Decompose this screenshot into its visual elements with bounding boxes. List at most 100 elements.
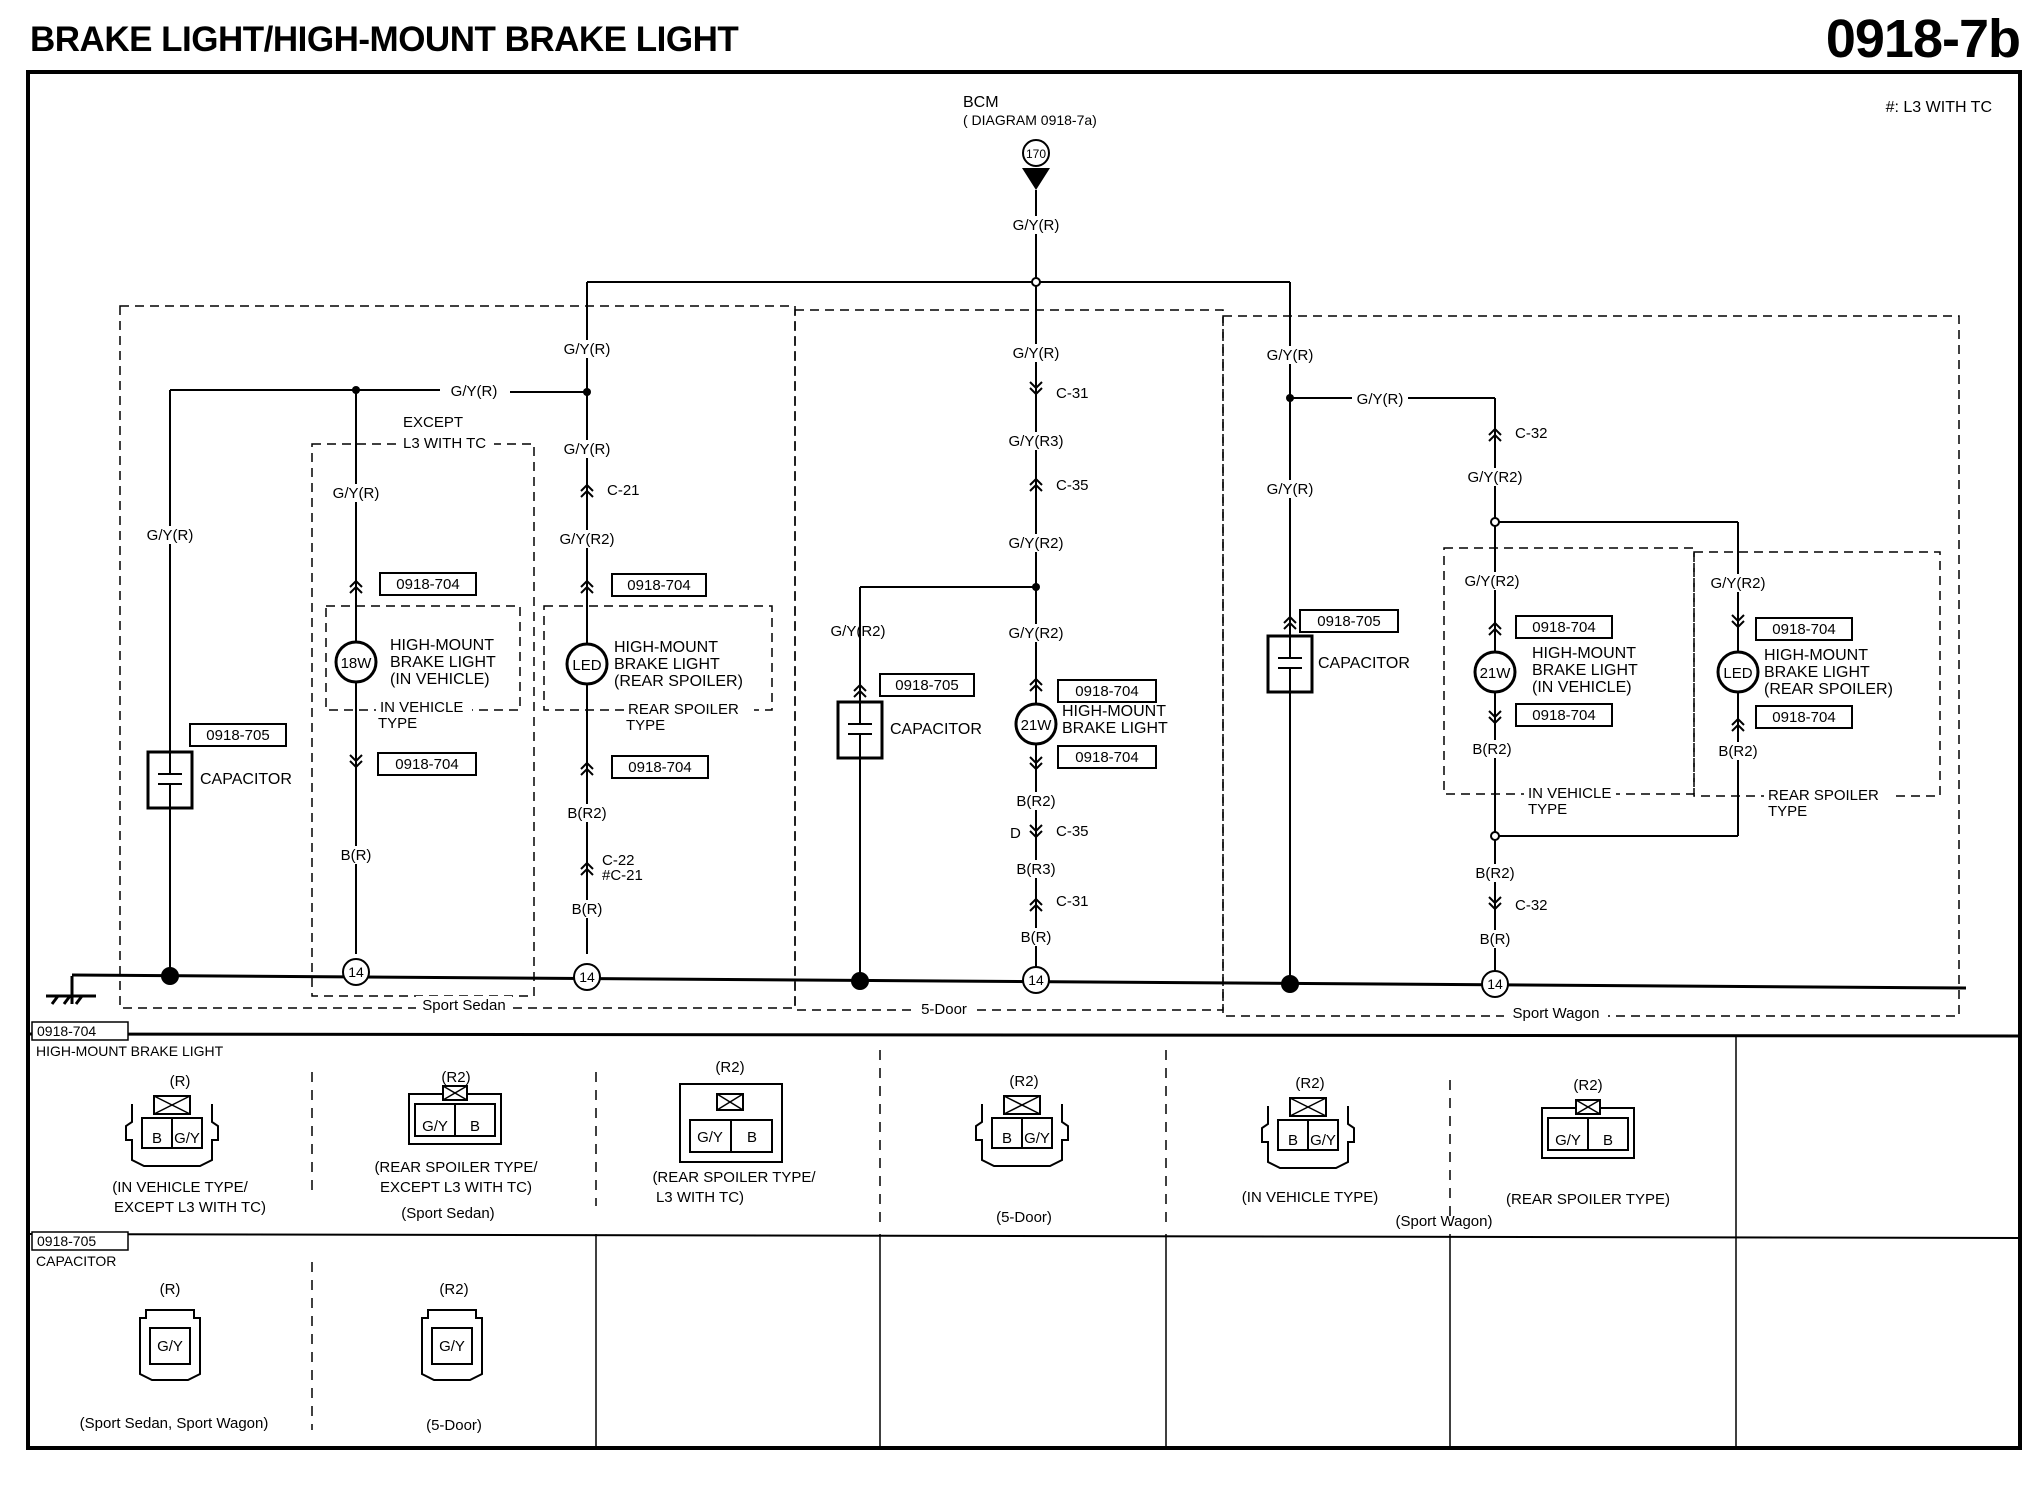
svg-text:C-32: C-32: [1515, 897, 1548, 914]
svg-text:G/Y(R2): G/Y(R2): [1467, 469, 1522, 486]
note-text: #: L3 WITH TC: [1886, 99, 1992, 116]
svg-text:B(R2): B(R2): [1016, 793, 1055, 810]
svg-text:0918-704: 0918-704: [1772, 621, 1835, 638]
svg-text:C-31: C-31: [1056, 893, 1089, 910]
svg-text:BRAKE LIGHT: BRAKE LIGHT: [1764, 664, 1870, 681]
svg-text:G/Y(R2): G/Y(R2): [1710, 575, 1765, 592]
svg-text:B(R2): B(R2): [1472, 741, 1511, 758]
svg-text:L3 WITH TC): L3 WITH TC): [656, 1189, 744, 1206]
svg-text:G/Y: G/Y: [174, 1130, 200, 1147]
svg-text:0918-704: 0918-704: [395, 756, 458, 773]
svg-text:0918-704: 0918-704: [1532, 707, 1595, 724]
svg-text:G/Y(R2): G/Y(R2): [1008, 625, 1063, 642]
svg-text:0918-704: 0918-704: [396, 576, 459, 593]
svg-text:HIGH-MOUNT: HIGH-MOUNT: [390, 637, 494, 654]
svg-text:0918-705: 0918-705: [1317, 613, 1380, 630]
legend-connector-6: (R2) G/Y B (REAR SPOILER TYPE): [1506, 1077, 1670, 1208]
svg-text:(REAR SPOILER TYPE/: (REAR SPOILER TYPE/: [374, 1159, 538, 1176]
svg-text:(Sport Sedan): (Sport Sedan): [401, 1205, 494, 1222]
svg-text:IN VEHICLE: IN VEHICLE: [1528, 785, 1611, 802]
svg-text:HIGH-MOUNT: HIGH-MOUNT: [1532, 645, 1636, 662]
svg-text:(R2): (R2): [439, 1281, 468, 1298]
svg-text:G/Y: G/Y: [422, 1118, 448, 1135]
legend-connector-4: (R2) B G/Y (5-Door): [975, 1073, 1069, 1226]
svg-text:LED: LED: [572, 657, 601, 674]
svg-text:(R2): (R2): [1009, 1073, 1038, 1090]
svg-text:CAPACITOR: CAPACITOR: [890, 721, 982, 738]
svg-text:0918-705: 0918-705: [895, 677, 958, 694]
legend-grid: [27, 1021, 2021, 1448]
svg-text:G/Y(R): G/Y(R): [147, 527, 194, 544]
svg-text:B: B: [470, 1118, 480, 1135]
svg-text:G/Y(R): G/Y(R): [1267, 481, 1314, 498]
svg-text:B(R): B(R): [1480, 931, 1511, 948]
svg-text:G/Y: G/Y: [439, 1338, 465, 1355]
svg-text:BRAKE LIGHT: BRAKE LIGHT: [1062, 720, 1168, 737]
legend-capacitor-1: (R) G/Y (Sport Sedan, Sport Wagon): [80, 1281, 269, 1432]
svg-text:(Sport Sedan, Sport Wagon): (Sport Sedan, Sport Wagon): [80, 1415, 269, 1432]
svg-text:0918-704: 0918-704: [1075, 683, 1138, 700]
svg-text:0918-705: 0918-705: [206, 727, 269, 744]
svg-text:B(R2): B(R2): [1475, 865, 1514, 882]
capacitor-wagon: CAPACITOR: [1266, 634, 1410, 694]
svg-text:B(R3): B(R3): [1016, 861, 1055, 878]
svg-text:0918-705: 0918-705: [37, 1233, 96, 1249]
svg-text:G/Y(R2): G/Y(R2): [1464, 573, 1519, 590]
svg-text:REAR SPOILER: REAR SPOILER: [628, 701, 739, 718]
legend-connector-2: (R2) G/Y B (REAR SPOILER TYPE/ EXCEPT L3…: [374, 1069, 538, 1222]
bulb-led-wagon: LED HIGH-MOUNT BRAKE LIGHT (REAR SPOILER…: [1716, 647, 1893, 698]
svg-text:0918-704: 0918-704: [37, 1023, 96, 1039]
svg-text:B: B: [747, 1129, 757, 1146]
svg-text:EXCEPT L3 WITH TC): EXCEPT L3 WITH TC): [114, 1199, 266, 1216]
svg-text:B: B: [152, 1130, 162, 1147]
svg-text:B(R): B(R): [572, 901, 603, 918]
svg-text:TYPE: TYPE: [1768, 803, 1807, 820]
svg-text:HIGH-MOUNT: HIGH-MOUNT: [1764, 647, 1868, 664]
svg-text:0918-704: 0918-704: [628, 759, 691, 776]
svg-text:D: D: [1010, 825, 1021, 842]
svg-text:Sport Sedan: Sport Sedan: [422, 997, 505, 1014]
svg-text:B(R): B(R): [341, 847, 372, 864]
svg-text:C-35: C-35: [1056, 823, 1089, 840]
svg-text:14: 14: [1487, 976, 1503, 992]
svg-text:B: B: [1603, 1132, 1613, 1149]
svg-text:(REAR SPOILER TYPE): (REAR SPOILER TYPE): [1506, 1191, 1670, 1208]
svg-text:( DIAGRAM 0918-7a): ( DIAGRAM 0918-7a): [963, 112, 1097, 128]
svg-text:IN VEHICLE: IN VEHICLE: [380, 699, 463, 716]
group-labels: EXCEPT L3 WITH TC IN VEHICLE TYPE REAR SP…: [376, 414, 1892, 1022]
svg-text:G/Y(R): G/Y(R): [1357, 391, 1404, 408]
svg-text:EXCEPT: EXCEPT: [403, 414, 463, 431]
svg-text:G/Y: G/Y: [1555, 1132, 1581, 1149]
diagram-title: BRAKE LIGHT/HIGH-MOUNT BRAKE LIGHT: [30, 20, 739, 59]
svg-text:14: 14: [579, 969, 595, 985]
inline-connectors: C-31 C-35 C-35 C-31 C-21 C-22#C-21 C-32 …: [349, 381, 1745, 914]
svg-text:(IN VEHICLE): (IN VEHICLE): [1532, 679, 1632, 696]
svg-text:(Sport Wagon): (Sport Wagon): [1396, 1213, 1493, 1230]
ground-terminals: 14 14 14 14: [342, 958, 1509, 998]
svg-text:5-Door: 5-Door: [921, 1001, 967, 1018]
bcm-source: BCM ( DIAGRAM 0918-7a) 170: [963, 94, 1097, 190]
svg-text:G/Y(R2): G/Y(R2): [830, 623, 885, 640]
svg-text:B(R): B(R): [1021, 929, 1052, 946]
svg-text:#C-21: #C-21: [602, 867, 643, 884]
svg-text:B(R2): B(R2): [567, 805, 606, 822]
svg-text:L3 WITH TC: L3 WITH TC: [403, 435, 486, 452]
svg-text:HIGH-MOUNT: HIGH-MOUNT: [1062, 703, 1166, 720]
svg-text:170: 170: [1026, 147, 1046, 161]
svg-text:C-35: C-35: [1056, 477, 1089, 494]
svg-text:G/Y(R3): G/Y(R3): [1008, 433, 1063, 450]
svg-text:Sport Wagon: Sport Wagon: [1513, 1005, 1600, 1022]
legend-connector-3: (R2) G/Y B (REAR SPOILER TYPE/ L3 WITH T…: [652, 1059, 816, 1206]
svg-text:C-32: C-32: [1515, 425, 1548, 442]
svg-text:BRAKE LIGHT: BRAKE LIGHT: [614, 656, 720, 673]
svg-text:G/Y(R): G/Y(R): [1013, 217, 1060, 234]
svg-text:G/Y(R2): G/Y(R2): [559, 531, 614, 548]
svg-text:B(R2): B(R2): [1718, 743, 1757, 760]
svg-text:G/Y: G/Y: [1024, 1130, 1050, 1147]
svg-text:CAPACITOR: CAPACITOR: [36, 1253, 116, 1269]
bulb-21w-wagon: 21W HIGH-MOUNT BRAKE LIGHT (IN VEHICLE): [1473, 645, 1638, 696]
svg-text:21W: 21W: [1480, 665, 1512, 682]
svg-text:LED: LED: [1723, 665, 1752, 682]
svg-text:0918-704: 0918-704: [1532, 619, 1595, 636]
svg-text:0918-704: 0918-704: [1075, 749, 1138, 766]
